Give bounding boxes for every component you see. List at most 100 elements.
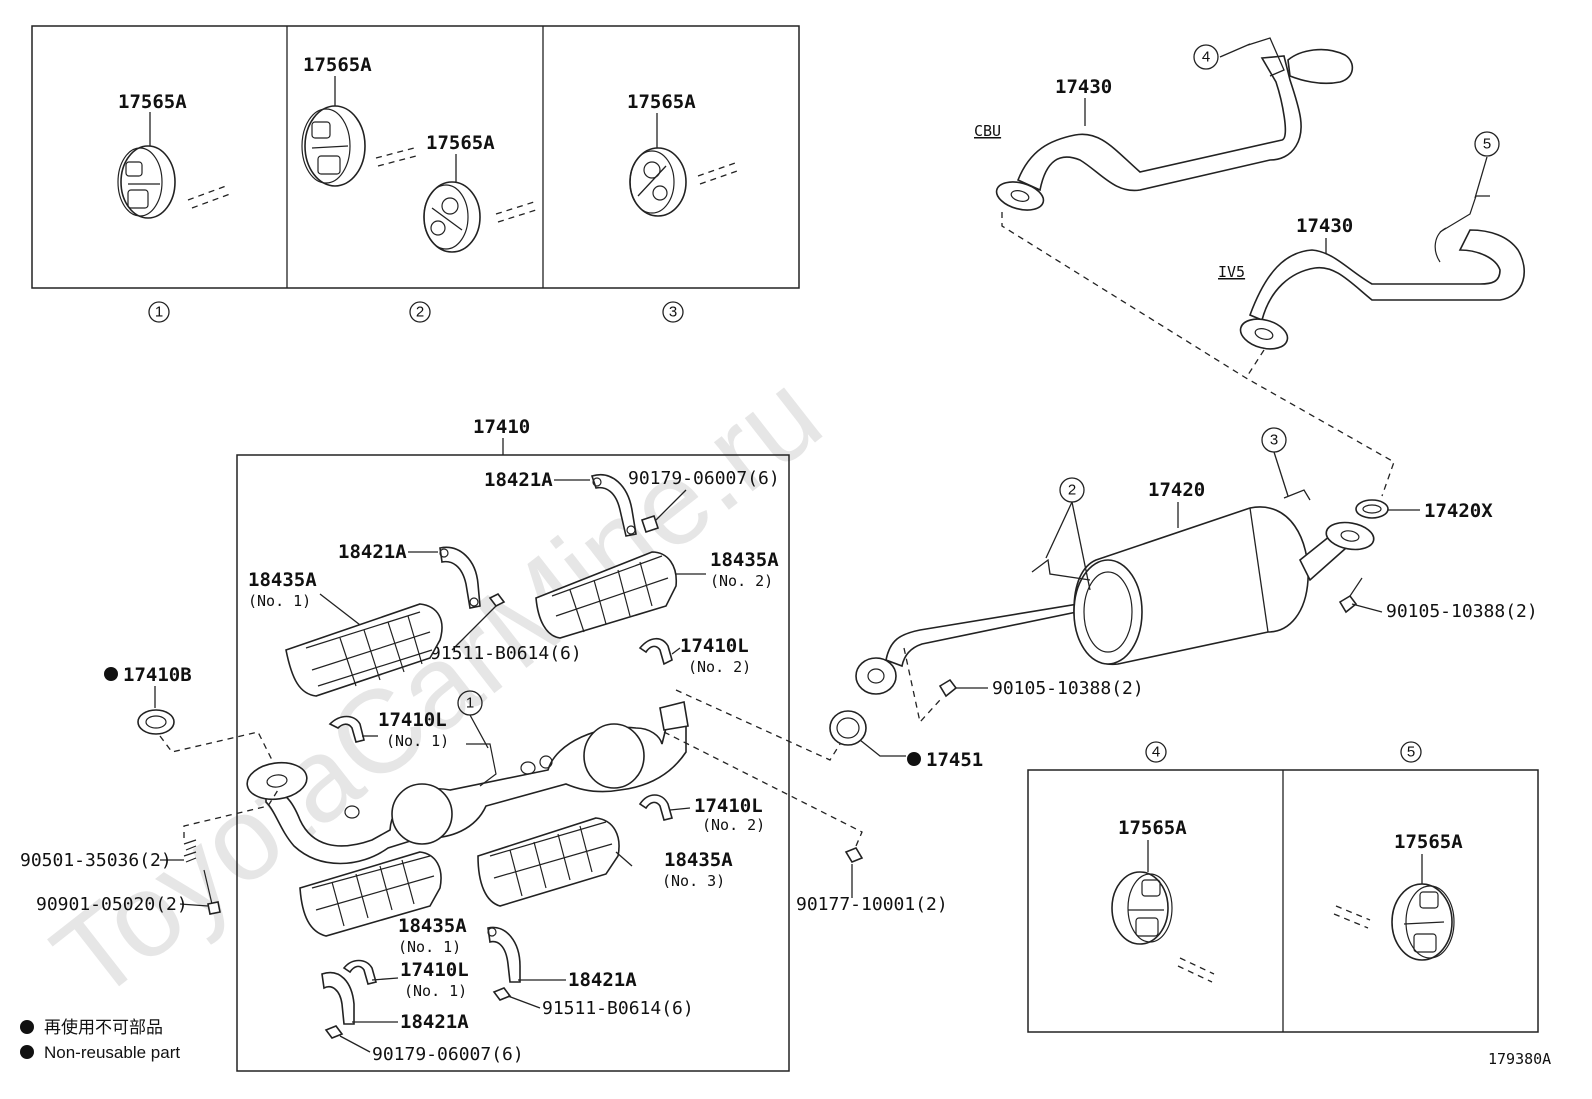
bolt-90179-top: 90179-06007(6) [628,468,780,534]
bolt-91511-top: 91511-B0614(6) [430,592,582,664]
legend-marker-en [20,1045,34,1059]
gasket-17420x: 17420X [1355,499,1493,522]
part-17410l-no2-mid: 17410L [694,795,763,817]
clamp-18421a-bot-left: 18421A [321,971,469,1033]
part-90501: 90501-35036(2) [20,850,172,871]
part-18421a-left: 18421A [338,541,407,563]
hanger-icon [1391,883,1455,961]
converter-pipe: 1 [246,690,689,865]
legend-marker-jp [20,1020,34,1034]
inset4-label: 17565A [1118,817,1187,839]
inset2-number: 2 [416,304,424,321]
inset1-number: 1 [155,304,163,321]
clamp-18421a-bot-right: 18421A [487,926,637,991]
legend-en: Non-reusable part [44,1043,180,1062]
part-90105-right: 90105-10388(2) [1386,601,1538,622]
callout-2: 2 [1068,482,1076,499]
part-17410: 17410 [473,416,530,438]
heat-shield-18435a-no2: 18435A (No. 2) [535,549,779,639]
part-91511-top: 91511-B0614(6) [430,643,582,664]
inset-group-bottom: 4 17565A 5 17565A [1027,741,1539,1033]
inset-box-top [31,25,800,289]
hanger-icon [1111,871,1173,945]
heat-shield-18435a-no1-bot: 18435A (No. 1) [299,851,467,956]
converter-assembly: 17410 18421A 90179-06007(6) 18421A [236,416,790,1072]
inset-1: 17565A 1 [117,91,231,323]
part-18421a-bot-right: 18421A [568,969,637,991]
spring-90501: 90501-35036(2) [20,839,197,871]
callout-3: 3 [1270,432,1278,449]
callout-3-circle [1261,427,1287,453]
callout-1-circle [457,690,483,716]
part-17410l-no2-top: 17410L [680,635,749,657]
part-18435a-no1-top-sub: (No. 1) [248,592,311,610]
clamp-18421a-left: 18421A [338,541,481,609]
part-17410l-no2-top-sub: (No. 2) [688,658,751,676]
part-90105-mid: 90105-10388(2) [992,678,1144,699]
legend-jp: 再使用不可部品 [44,1017,163,1037]
hanger-icon [117,145,176,219]
bolt-91511-bot: 91511-B0614(6) [492,987,694,1019]
clamp-18421a-top: 18421A [484,469,637,537]
inset3-number-circle [662,301,684,323]
part-17410l-no1-top: 17410L [378,709,447,731]
part-18435a-no1-bot-sub: (No. 1) [398,938,461,956]
nut-90177: 90177-10001(2) [796,847,948,915]
callout-5-circle [1474,131,1500,157]
bolt-90105-right: 90105-10388(2) [1338,577,1538,622]
gasket-17410b: 17410B [104,664,192,735]
part-17410l-no2-mid-sub: (No. 2) [702,816,765,834]
part-17420x: 17420X [1424,500,1493,522]
legend: 再使用不可部品 Non-reusable part [20,1017,180,1062]
inset-3: 17565A 3 [627,91,741,323]
part-90901: 90901-05020(2) [36,894,188,915]
tail-pipe-iv5: 17430 IV5 5 [1218,131,1526,350]
hanger-icon [629,147,687,217]
inset-group-top: 17565A 1 17565A [31,25,800,323]
heat-shield-18435a-no1-top: 18435A (No. 1) [248,569,443,697]
part-17410l-no1-bot: 17410L [400,959,469,981]
part-18435a-no1-bot: 18435A [398,915,467,937]
part-17420: 17420 [1148,479,1205,501]
inset-2: 17565A 17565A 2 [301,54,537,323]
part-17430-iv5: 17430 [1296,215,1353,237]
gasket-17451: 17451 [829,710,983,771]
part-90179-top: 90179-06007(6) [628,468,780,489]
part-18435a-no3: 18435A [664,849,733,871]
variant-iv5: IV5 [1218,263,1245,281]
inset4-number-circle [1145,741,1167,763]
bracket-17410l-no2-top: 17410L (No. 2) [638,635,751,676]
part-17410l-no1-bot-sub: (No. 1) [404,982,467,1000]
inset1-number-circle [148,301,170,323]
part-17430-cbu: 17430 [1055,76,1112,98]
part-18421a-bot-left: 18421A [400,1011,469,1033]
assembly-box [236,454,790,1072]
part-18421a-top: 18421A [484,469,553,491]
muffler-assembly: 17420 2 3 [855,427,1375,695]
inset5-number-circle [1400,741,1422,763]
callout-4-circle [1193,44,1219,70]
part-90177: 90177-10001(2) [796,894,948,915]
inset5-number: 5 [1407,744,1415,761]
bolt-90179-bot: 90179-06007(6) [324,1025,524,1065]
inset2-number-circle [409,301,431,323]
diagram-code: 179380A [1488,1050,1551,1068]
hanger-icon [301,105,366,187]
hanger-icon [423,181,481,253]
part-91511-bot: 91511-B0614(6) [542,998,694,1019]
inset2-label-b: 17565A [426,132,495,154]
inset2-label-a: 17565A [303,54,372,76]
part-18435a-no1-top: 18435A [248,569,317,591]
non-reusable-marker [104,667,118,681]
callout-5: 5 [1483,136,1491,153]
tail-pipe-cbu: 17430 CBU 4 [974,37,1354,211]
bolt-90901: 90901-05020(2) [36,869,221,915]
bracket-17410l-no1-top: 17410L (No. 1) [328,709,449,750]
inset3-label: 17565A [627,91,696,113]
bolt-90105-mid: 90105-10388(2) [938,678,1144,699]
non-reusable-marker [907,752,921,766]
part-18435a-no2: 18435A [710,549,779,571]
part-17410b: 17410B [123,664,192,686]
part-17410l-no1-top-sub: (No. 1) [386,732,449,750]
